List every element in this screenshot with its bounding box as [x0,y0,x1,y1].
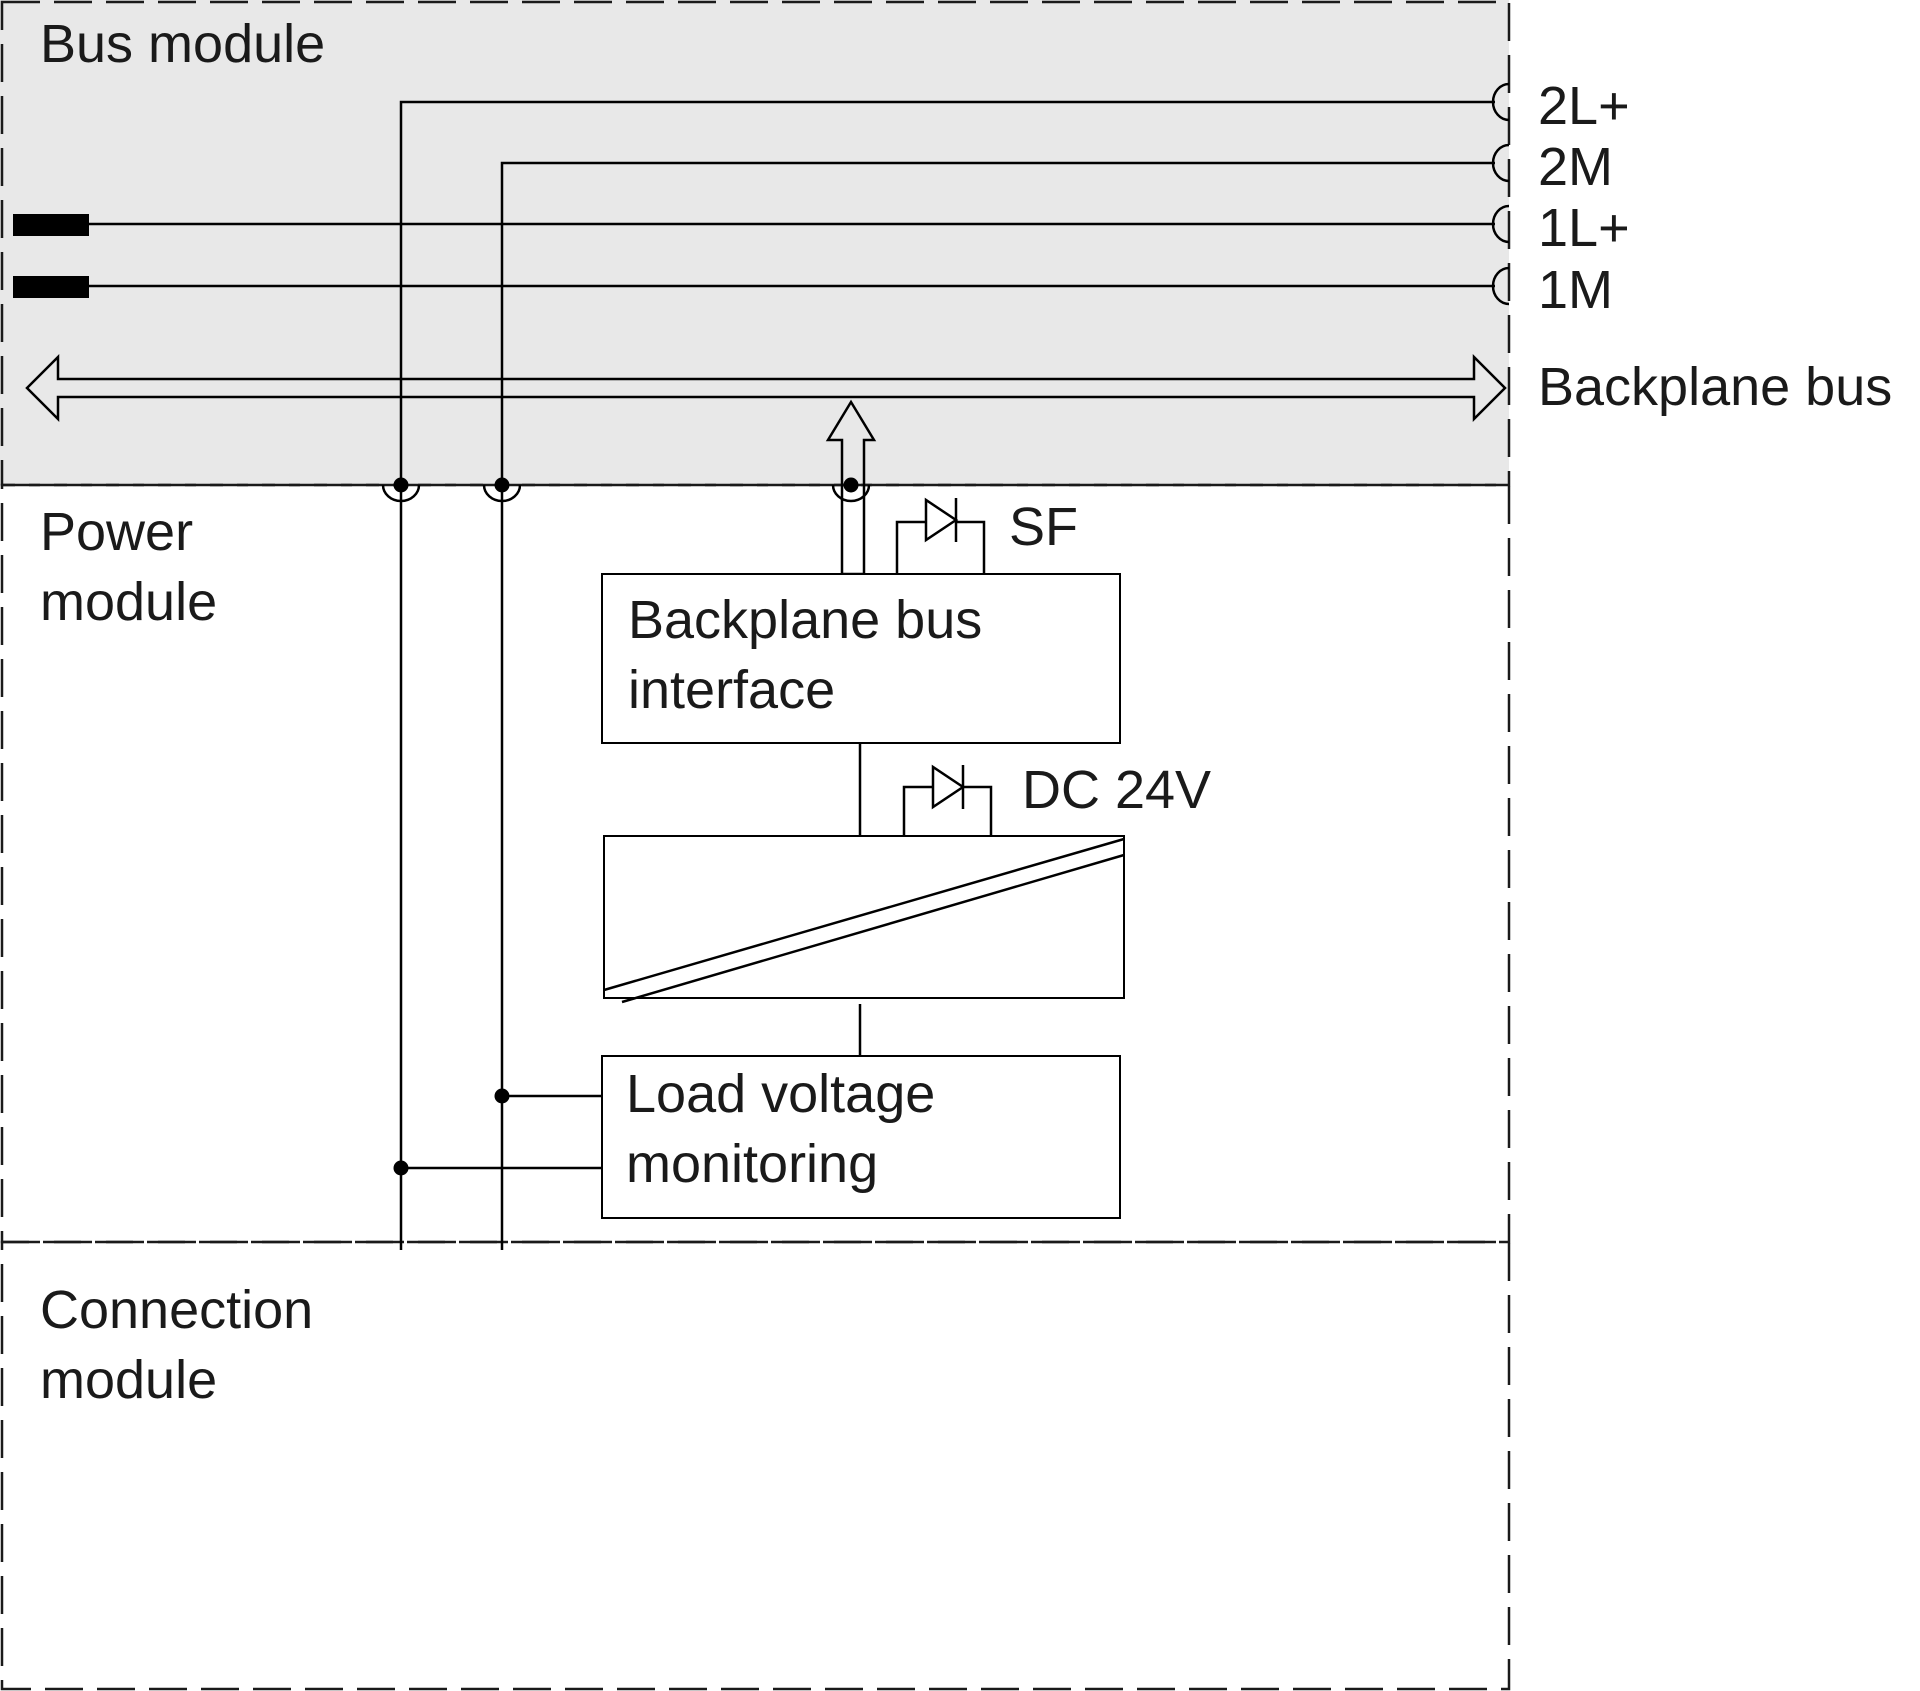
power-module-label-2: module [40,572,217,632]
dc24v-led-icon [902,764,993,836]
load-voltage-monitoring-label-2: monitoring [626,1134,878,1194]
plug-connector-2l-plus [381,484,421,503]
connection-module-frame [0,1240,1511,1691]
rail-1l-plus-contact-bar [13,214,89,236]
plug-connectors [381,477,871,503]
junction-dot [494,477,510,493]
sf-indicator-label: SF [1009,497,1078,557]
backplane-bus-arrow [25,353,1507,423]
connection-module-label-2: module [40,1350,217,1410]
terminal-1m-symbol [1491,266,1510,306]
backplane-bus-interface-block [601,573,1121,744]
power-module-label-1: Power [40,502,193,562]
bus-module-label: Bus module [40,14,325,74]
rail-2m [500,161,1495,1250]
terminal-1l-plus-symbol [1491,204,1510,244]
converter-diagonal-icon [621,853,1125,1004]
backplane-bus-interface-label-2: interface [628,660,835,720]
terminal-symbols [1491,82,1510,306]
rail-2l-plus [399,100,1495,1250]
junction-dot [393,477,409,493]
terminal-label-2m: 2M [1538,137,1613,197]
backplane-bus-label: Backplane bus [1538,357,1892,417]
bus-module-background [0,0,1509,485]
sf-led-icon [895,497,986,574]
junction-dot [393,1160,409,1176]
terminal-2m-symbol [1491,143,1510,183]
module-frames [0,0,1511,1691]
terminal-label-1l-plus: 1L+ [1538,198,1630,258]
backplane-bus-interface-label-1: Backplane bus [628,590,982,650]
connection-module-label-1: Connection [40,1280,313,1340]
terminal-label-1m: 1M [1538,260,1613,320]
dc24v-indicator-label: DC 24V [1022,760,1211,820]
junction-dot [494,1088,510,1104]
junction-dot [843,477,859,493]
dc-converter-block [603,835,1125,999]
load-voltage-monitoring-label-1: Load voltage [626,1064,935,1124]
rail-1m-contact-bar [13,276,89,298]
bus-module-frame [0,0,1511,487]
terminal-2l-plus-symbol [1491,82,1510,122]
plug-connector-2m [482,484,522,503]
supply-rails [13,100,1495,1250]
load-voltage-monitoring-block [601,1055,1121,1219]
converter-diagonal-icon [603,837,1125,992]
terminal-label-2l-plus: 2L+ [1538,76,1630,136]
plug-connector-backplane [831,484,871,503]
